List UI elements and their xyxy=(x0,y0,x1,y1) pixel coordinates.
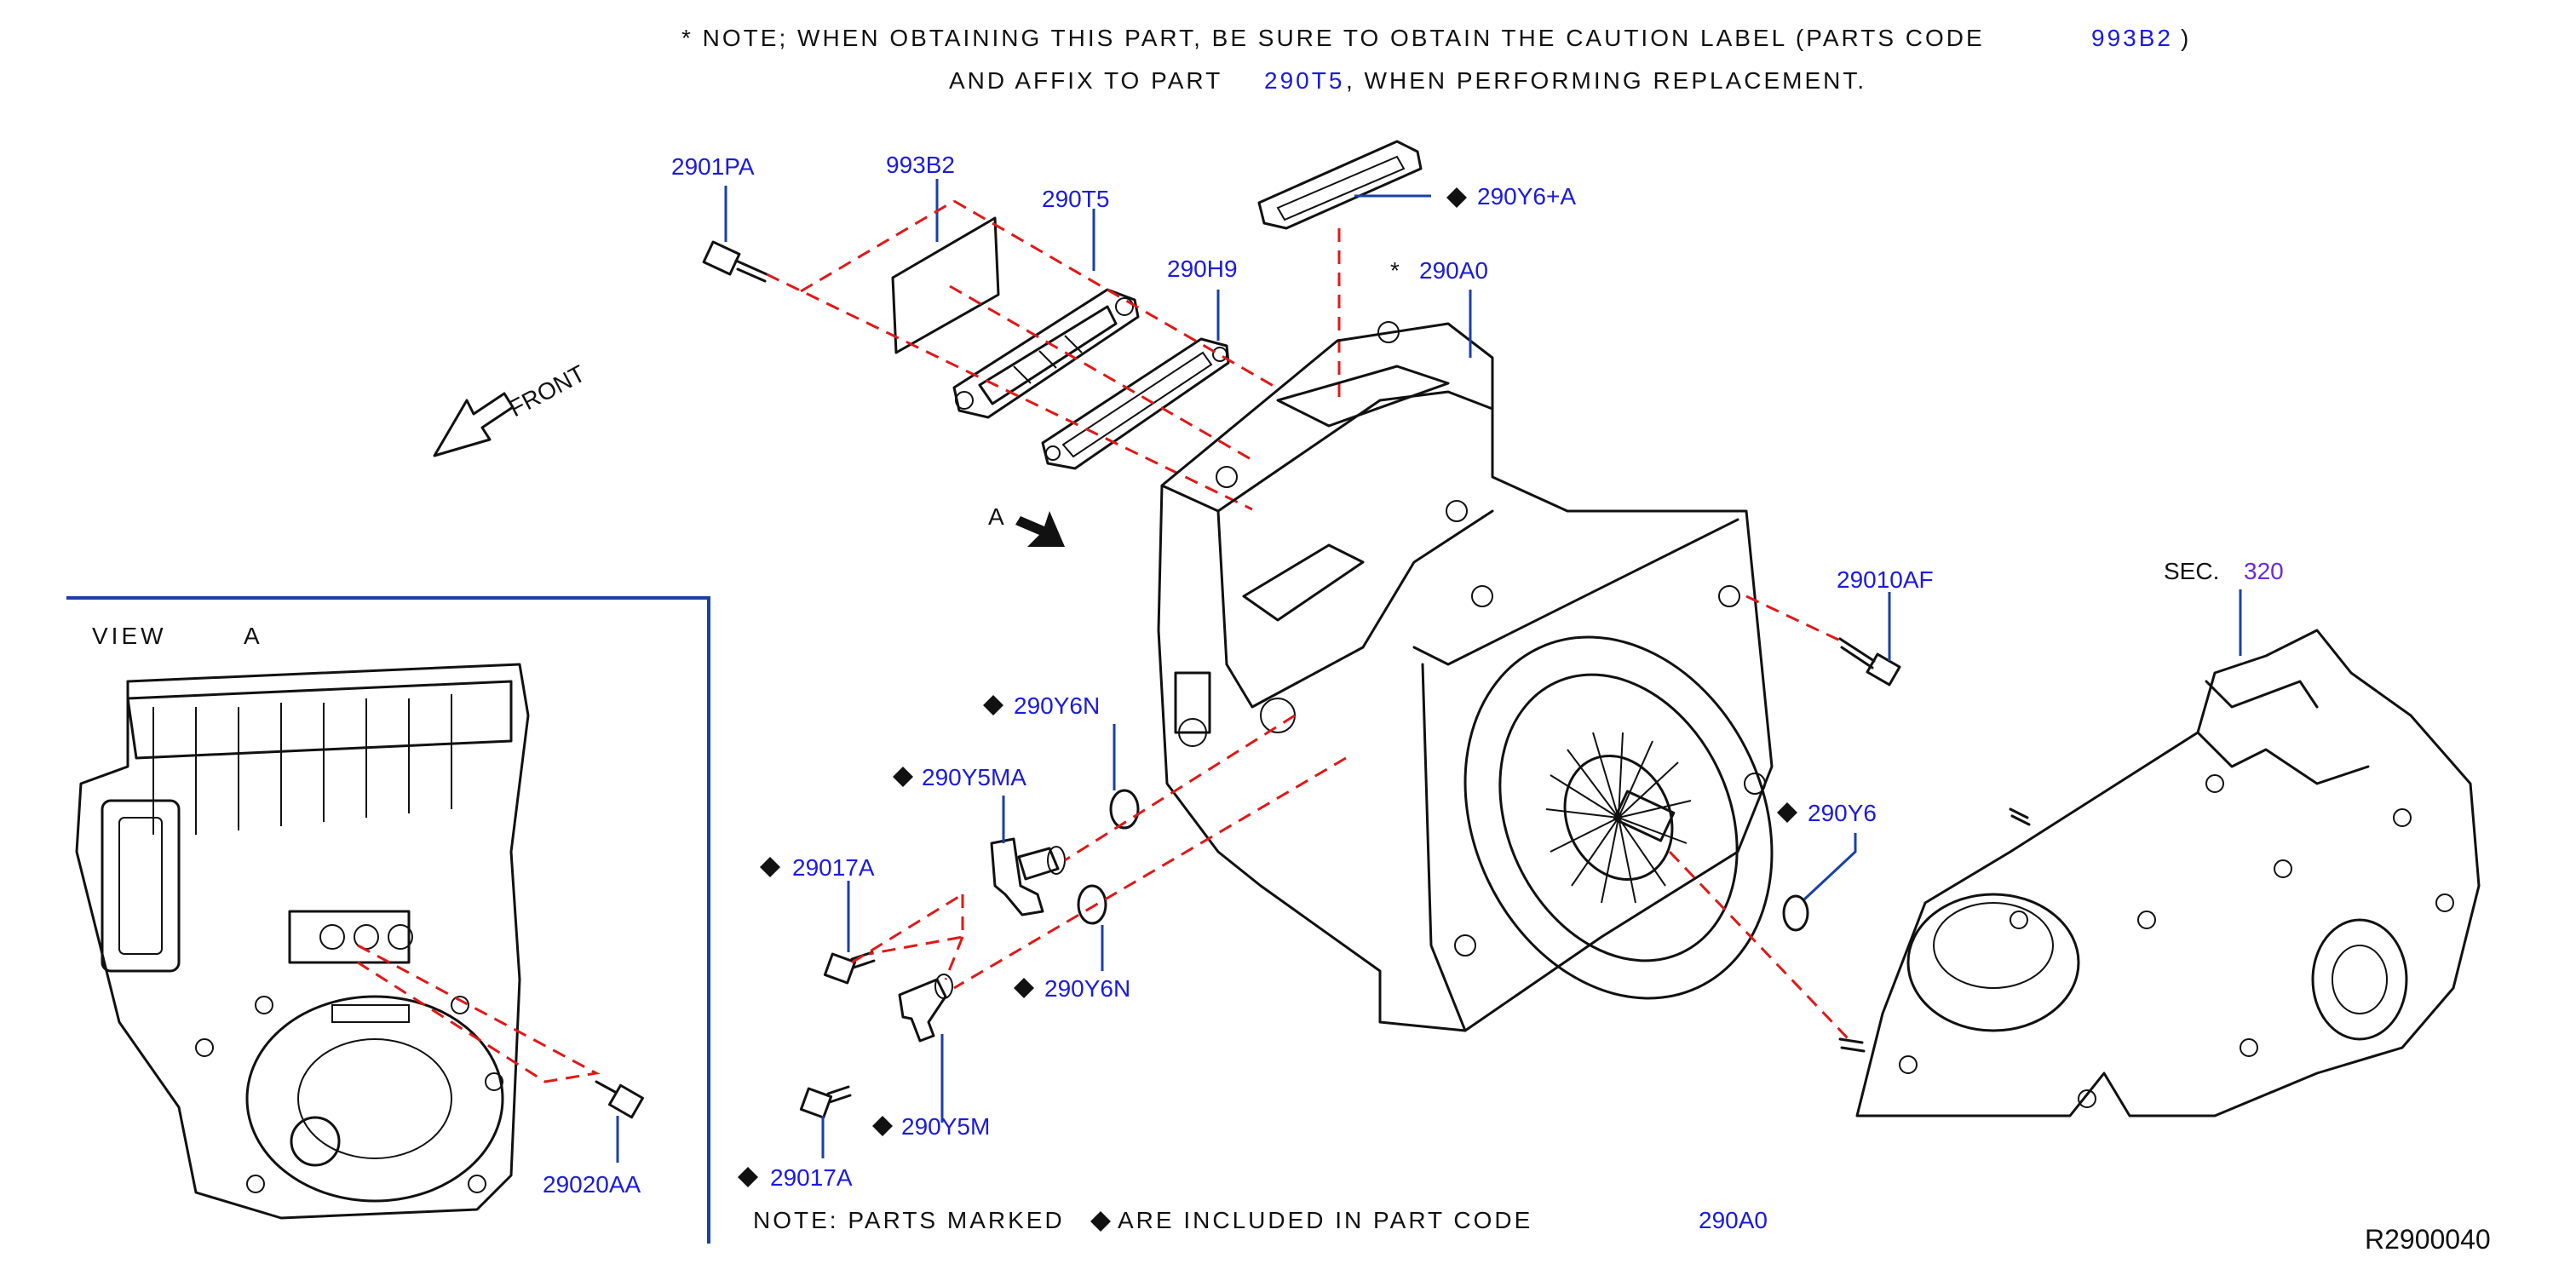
rotor-fins xyxy=(1545,732,1692,904)
bottom-note-prefix: NOTE: PARTS MARKED xyxy=(753,1207,1065,1233)
part-290Y6N-upper[interactable]: 290Y6N xyxy=(1014,692,1100,719)
view-a-frame xyxy=(66,596,710,1244)
bolt-2901PA xyxy=(702,240,768,283)
motor-290A0 xyxy=(1157,321,1774,1032)
front-arrow-icon xyxy=(433,392,515,457)
transaxle-sec-320 xyxy=(1838,629,2481,1117)
diamond-290Y6N-lower xyxy=(1014,978,1034,998)
part-290T5[interactable]: 290T5 xyxy=(1042,186,1109,212)
sec-number[interactable]: 320 xyxy=(2244,558,2284,584)
part-290Y6[interactable]: 290Y6 xyxy=(1808,800,1877,826)
bolt-29017A-lower xyxy=(799,1085,852,1119)
part-993B2[interactable]: 993B2 xyxy=(886,152,955,178)
cover-290T5 xyxy=(952,288,1140,419)
top-note-line2-suffix: , WHEN PERFORMING REPLACEMENT. xyxy=(1346,67,1866,94)
bottom-note-diamond xyxy=(1090,1211,1111,1232)
view-a-arrow-icon xyxy=(1015,511,1065,547)
phantom-upper-set xyxy=(766,199,1341,511)
diamond-29017A-upper xyxy=(760,857,780,877)
view-a-motor-illustration xyxy=(75,663,530,1220)
view-a-phantom-line xyxy=(357,944,601,1083)
part-29017A-lower[interactable]: 29017A xyxy=(770,1164,853,1191)
front-indicator: FRONT xyxy=(433,360,589,457)
sensor-290Y5MA xyxy=(990,837,1066,916)
diamond-290Y5MA xyxy=(893,767,913,787)
diagram-id: R2900040 xyxy=(2365,1224,2491,1255)
caution-label-993B2 xyxy=(891,216,1000,354)
bolt-29020AA xyxy=(595,1080,644,1119)
part-290Y6A[interactable]: 290Y6+A xyxy=(1477,183,1576,210)
top-note-line2-code[interactable]: 290T5 xyxy=(1264,67,1344,94)
top-note: * NOTE; WHEN OBTAINING THIS PART, BE SUR… xyxy=(681,25,2191,94)
part-290H9[interactable]: 290H9 xyxy=(1167,256,1238,282)
view-a-arrow: A xyxy=(988,503,1065,547)
top-note-line2-prefix: AND AFFIX TO PART xyxy=(949,67,1222,94)
top-note-line1-suffix: ) xyxy=(2181,25,2191,51)
view-a-panel: VIEW A xyxy=(66,596,710,1244)
sec-prefix: SEC. xyxy=(2164,558,2219,584)
part-29020AA[interactable]: 29020AA xyxy=(543,1171,641,1198)
diamond-290Y6N-upper xyxy=(983,695,1003,715)
part-29010AF[interactable]: 29010AF xyxy=(1837,566,1934,593)
top-note-line1-prefix: * NOTE; WHEN OBTAINING THIS PART, BE SUR… xyxy=(681,25,1985,51)
bottom-note-code[interactable]: 290A0 xyxy=(1699,1207,1768,1233)
bolt-29017A-upper xyxy=(823,951,876,985)
o-ring-290Y6N-upper xyxy=(1109,789,1140,830)
diamond-290Y6 xyxy=(1777,802,1797,823)
phantom-lower-set xyxy=(851,714,1850,1041)
part-290A0[interactable]: 290A0 xyxy=(1419,257,1488,284)
phantom-29010AF xyxy=(1745,595,1841,642)
top-note-line1-code[interactable]: 993B2 xyxy=(2091,25,2173,51)
sensor-290Y5M xyxy=(898,974,953,1043)
o-ring-290Y6N-lower xyxy=(1077,884,1107,925)
bottom-note-middle: ARE INCLUDED IN PART CODE xyxy=(1118,1207,1532,1233)
front-label: FRONT xyxy=(504,360,589,422)
diamond-290Y6A xyxy=(1446,187,1467,208)
part-290Y5MA[interactable]: 290Y5MA xyxy=(922,764,1026,790)
lower-exploded-parts: 290Y6N 290Y5MA 29017A 290Y6N 290Y5M xyxy=(738,692,1877,1191)
gasket-290Y6A xyxy=(1257,140,1423,230)
part-29017A-upper[interactable]: 29017A xyxy=(792,854,875,881)
diamond-290Y5M xyxy=(872,1116,893,1136)
o-ring-290Y6 xyxy=(1782,894,1809,932)
leader-290Y6 xyxy=(1803,833,1857,901)
part-2901PA[interactable]: 2901PA xyxy=(671,153,755,180)
gasket-290H9 xyxy=(1041,337,1230,470)
view-a-letter: A xyxy=(244,623,260,649)
bottom-note: NOTE: PARTS MARKED ARE INCLUDED IN PART … xyxy=(753,1207,1768,1233)
asterisk-290A0: * xyxy=(1390,257,1400,284)
part-290Y6N-lower[interactable]: 290Y6N xyxy=(1044,975,1130,1002)
view-a-title: VIEW xyxy=(92,623,167,649)
upper-exploded-parts: 2901PA 993B2 290T5 290H9 xyxy=(671,140,1576,511)
arrow-a-label: A xyxy=(988,503,1004,530)
diamond-29017A-lower xyxy=(738,1167,758,1187)
part-290Y5M[interactable]: 290Y5M xyxy=(901,1113,990,1140)
